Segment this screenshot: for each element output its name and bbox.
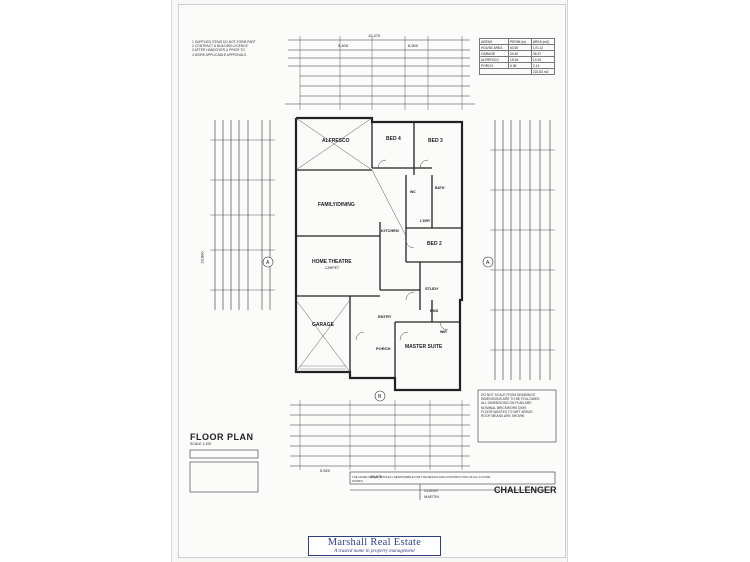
room-study: STUDY: [425, 286, 439, 291]
room-entry: ENTRY: [378, 314, 392, 319]
area-total: 222.83 m2: [530, 68, 556, 75]
footer-note: THE HOME OWNER IS SOLELY RESPONSIBLE FOR…: [352, 475, 491, 484]
room-ens: ENS: [430, 308, 439, 313]
room-wir: WIR: [440, 330, 447, 334]
width-right-dim: 6,500: [408, 43, 419, 48]
room-bed3: BED 3: [428, 138, 443, 144]
room-master: MASTER SUITE: [405, 344, 443, 350]
floor-plan-title: FLOOR PLAN: [190, 432, 254, 442]
room-alfresco: ALFRESCO: [322, 138, 350, 144]
room-garage: GARAGE: [312, 322, 334, 328]
notes-bottom: DO NOT SCALE FROM DRAWINGS DIMENSIONS AR…: [481, 393, 540, 419]
room-bath: BATH: [435, 186, 445, 190]
bottom-width-dim: 12,470: [370, 474, 383, 479]
bottom-left-dim: 5,520: [320, 468, 331, 473]
room-porch: PORCH: [376, 346, 391, 351]
room-theatre-sub: CARPET: [325, 266, 340, 270]
room-bed2: BED 2: [427, 241, 442, 247]
house-name: CHALLENGER: [494, 485, 557, 495]
width-left-dim: 5,400: [338, 43, 349, 48]
room-family: FAMILY/DINING: [318, 202, 355, 208]
depth-dim: 20,800: [199, 251, 205, 264]
svg-text:A: A: [266, 260, 270, 266]
overall-width-dim: 12,470: [368, 33, 381, 38]
logo-tagline: A trusted name in property management: [334, 549, 415, 554]
marshall-logo: Marshall Real Estate A trusted name in p…: [308, 536, 441, 556]
svg-text:A: A: [486, 260, 490, 266]
svg-text:B: B: [378, 394, 382, 400]
room-kitchen: KITCHEN: [381, 228, 399, 233]
room-bed4: BED 4: [386, 136, 401, 142]
areas-table: AREAS PERIM (m) AREA (m2) HOUSE AREA 63.…: [479, 38, 556, 75]
notes-top: 1 SUPPLIED ITEMS DO NOT FORM PART 2 CONT…: [192, 40, 256, 57]
client-label: CLIENT: [424, 488, 439, 493]
room-wc: WC: [410, 190, 416, 194]
room-ldry: L'DRY: [420, 219, 431, 223]
client-name: MARTIN: [424, 494, 440, 499]
logo-name: Marshall Real Estate: [327, 537, 422, 548]
floor-plan-scale: SCALE 1:100: [190, 442, 212, 446]
room-theatre: HOME THEATRE: [312, 259, 352, 265]
